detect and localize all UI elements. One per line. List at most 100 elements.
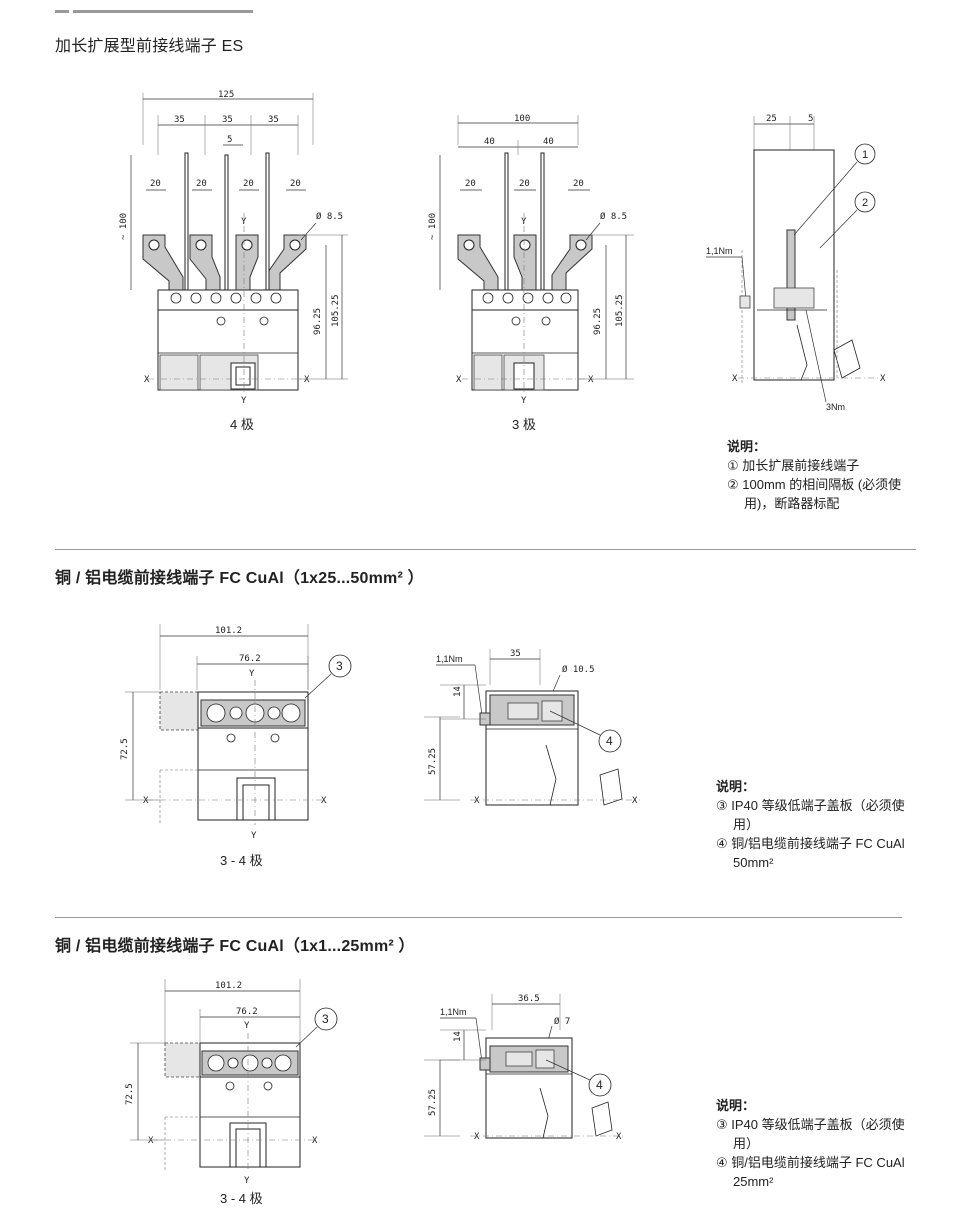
legend-item-4-fc25: ④ 铜/铝电缆前接线端子 FC CuAl 25mm² bbox=[716, 1155, 905, 1189]
dim-35-b: 35 bbox=[222, 115, 233, 125]
x-left-fc25-side: X bbox=[474, 1132, 480, 1142]
caption-fc25: 3 - 4 极 bbox=[220, 1191, 263, 1206]
x-left-fc25: X bbox=[148, 1136, 154, 1146]
es-side-view-drawing: 25 5 X X 1,1Nm 3Nm 1 2 bbox=[706, 114, 886, 412]
es-4-pole-drawing: 125 35 35 35 5 20 20 20 20 ~ 100 Ø 8.5 X… bbox=[119, 90, 348, 406]
dim-40-b: 40 bbox=[543, 137, 554, 147]
legend-es: 说明： ① 加长扩展前接线端子 ② 100mm 的相间隔板 (必须使用)，断路器… bbox=[727, 437, 917, 513]
dia-8-5-3: Ø 8.5 bbox=[600, 211, 627, 222]
section-title-fc-50: 铜 / 铝电缆前接线端子 FC CuAl（1x25...50mm² ） bbox=[55, 570, 424, 587]
divider-1 bbox=[55, 549, 916, 550]
x-right-fc25: X bbox=[312, 1136, 318, 1146]
callout-3-fc50: 3 bbox=[336, 659, 343, 673]
callout-3-fc25: 3 bbox=[322, 1012, 329, 1026]
x-right-fc25-side: X bbox=[616, 1132, 622, 1142]
dim-96-25-3: 96.25 bbox=[593, 308, 603, 335]
legend-fc25: 说明： ③ IP40 等级低端子盖板（必须使用） ④ 铜/铝电缆前接线端子 FC… bbox=[716, 1096, 916, 1191]
dim-35-a: 35 bbox=[174, 115, 185, 125]
dim-72-5: 72.5 bbox=[120, 738, 130, 760]
dim-40-a: 40 bbox=[484, 137, 495, 147]
x-left-3: X bbox=[456, 375, 462, 385]
callout-4-fc50: 4 bbox=[606, 734, 613, 748]
section-title-fc-25: 铜 / 铝电缆前接线端子 FC CuAl（1x1...25mm² ） bbox=[55, 938, 415, 955]
y-top-fc25: Y bbox=[244, 1021, 250, 1031]
dim-20-b: 20 bbox=[196, 179, 207, 189]
x-left-fc50: X bbox=[143, 796, 149, 806]
dim-20-c: 20 bbox=[243, 179, 254, 189]
torque-1-1nm: 1,1Nm bbox=[706, 246, 733, 256]
dim-20-3b: 20 bbox=[519, 179, 530, 189]
dia-10-5: Ø 10.5 bbox=[562, 664, 595, 675]
dim-approx-100: ~ 100 bbox=[119, 213, 129, 240]
callout-4-fc25: 4 bbox=[596, 1078, 603, 1092]
x-right-3: X bbox=[588, 375, 594, 385]
dim-35-fc50: 35 bbox=[510, 649, 521, 659]
x-left-fc50-side: X bbox=[474, 796, 480, 806]
legend-item-3-fc50: ③ IP40 等级低端子盖板（必须使用） bbox=[716, 798, 905, 832]
dim-36-5: 36.5 bbox=[518, 994, 540, 1004]
dim-approx-100-3: ~ 100 bbox=[428, 213, 438, 240]
dim-125: 125 bbox=[218, 90, 234, 100]
dim-20-3a: 20 bbox=[465, 179, 476, 189]
dim-101-2-fc25: 101.2 bbox=[215, 981, 242, 991]
fc-50-front-drawing: 101.2 76.2 Y X X Y 72.5 3 bbox=[120, 624, 352, 841]
dim-105-25: 105.25 bbox=[331, 294, 341, 327]
top-header-remnant bbox=[55, 0, 265, 13]
dim-5-side: 5 bbox=[808, 114, 813, 124]
dim-14-fc25: 14 bbox=[453, 1031, 463, 1042]
dim-100-top: 100 bbox=[514, 114, 530, 124]
section-title-es: 加长扩展型前接线端子 ES bbox=[55, 38, 244, 55]
caption-fc50: 3 - 4 极 bbox=[220, 853, 263, 868]
dia-8-5: Ø 8.5 bbox=[316, 211, 343, 222]
fc-25-side-drawing: 36.5 Ø 7 1,1Nm 14 57.25 X X 4 bbox=[424, 994, 625, 1142]
caption-4-pole: 4 极 bbox=[230, 417, 254, 432]
legend-heading: 说明： bbox=[727, 439, 767, 454]
y-top: Y bbox=[241, 217, 247, 227]
y-top-3: Y bbox=[521, 217, 527, 227]
dim-20-a: 20 bbox=[150, 179, 161, 189]
dim-57-25-fc25: 57.25 bbox=[428, 1089, 438, 1116]
dia-7: Ø 7 bbox=[554, 1016, 570, 1027]
torque-fc50: 1,1Nm bbox=[436, 654, 463, 664]
x-right: X bbox=[304, 375, 310, 385]
y-bottom: Y bbox=[241, 396, 247, 406]
dim-76-2-fc25: 76.2 bbox=[236, 1007, 258, 1017]
dim-20-d: 20 bbox=[290, 179, 301, 189]
es-3-pole-drawing: 100 40 40 20 20 20 ~ 100 Ø 8.5 X X Y Y 9… bbox=[428, 114, 634, 406]
x-right-side: X bbox=[880, 374, 886, 384]
dim-5: 5 bbox=[227, 135, 232, 145]
fc-50-side-drawing: 35 Ø 10.5 1,1Nm 14 57.25 X X 4 bbox=[424, 649, 640, 806]
dim-35-c: 35 bbox=[268, 115, 279, 125]
x-left: X bbox=[144, 375, 150, 385]
dim-14-fc50: 14 bbox=[453, 686, 463, 697]
y-bottom-3: Y bbox=[521, 396, 527, 406]
legend-item-4-fc50: ④ 铜/铝电缆前接线端子 FC CuAl 50mm² bbox=[716, 836, 905, 870]
x-right-fc50: X bbox=[321, 796, 327, 806]
x-right-fc50-side: X bbox=[632, 796, 638, 806]
dim-96-25: 96.25 bbox=[313, 308, 323, 335]
dim-76-2: 76.2 bbox=[239, 654, 261, 664]
divider-2 bbox=[55, 917, 902, 918]
caption-3-pole: 3 极 bbox=[512, 417, 536, 432]
y-bottom-fc25: Y bbox=[244, 1176, 250, 1186]
legend-fc50: 说明： ③ IP40 等级低端子盖板（必须使用） ④ 铜/铝电缆前接线端子 FC… bbox=[716, 777, 916, 872]
legend-heading-fc25: 说明： bbox=[716, 1098, 756, 1113]
legend-heading-fc50: 说明： bbox=[716, 779, 756, 794]
legend-item-2: ② 100mm 的相间隔板 (必须使用)，断路器标配 bbox=[727, 477, 902, 511]
callout-2: 2 bbox=[862, 197, 868, 209]
callout-1: 1 bbox=[862, 149, 868, 161]
torque-3nm: 3Nm bbox=[826, 402, 845, 412]
legend-item-3-fc25: ③ IP40 等级低端子盖板（必须使用） bbox=[716, 1117, 905, 1151]
fc-25-front-drawing: 101.2 76.2 Y X X Y 72.5 3 bbox=[125, 979, 338, 1186]
dim-101-2: 101.2 bbox=[215, 626, 242, 636]
torque-fc25: 1,1Nm bbox=[440, 1007, 467, 1017]
dim-20-3c: 20 bbox=[573, 179, 584, 189]
legend-item-1: ① 加长扩展前接线端子 bbox=[727, 458, 860, 473]
dim-57-25-fc50: 57.25 bbox=[428, 748, 438, 775]
dim-72-5-fc25: 72.5 bbox=[125, 1083, 135, 1105]
dim-105-25-3: 105.25 bbox=[615, 294, 625, 327]
y-bottom-fc50: Y bbox=[251, 831, 257, 841]
dim-25: 25 bbox=[766, 114, 777, 124]
y-top-fc50: Y bbox=[249, 669, 255, 679]
x-left-side: X bbox=[732, 374, 738, 384]
